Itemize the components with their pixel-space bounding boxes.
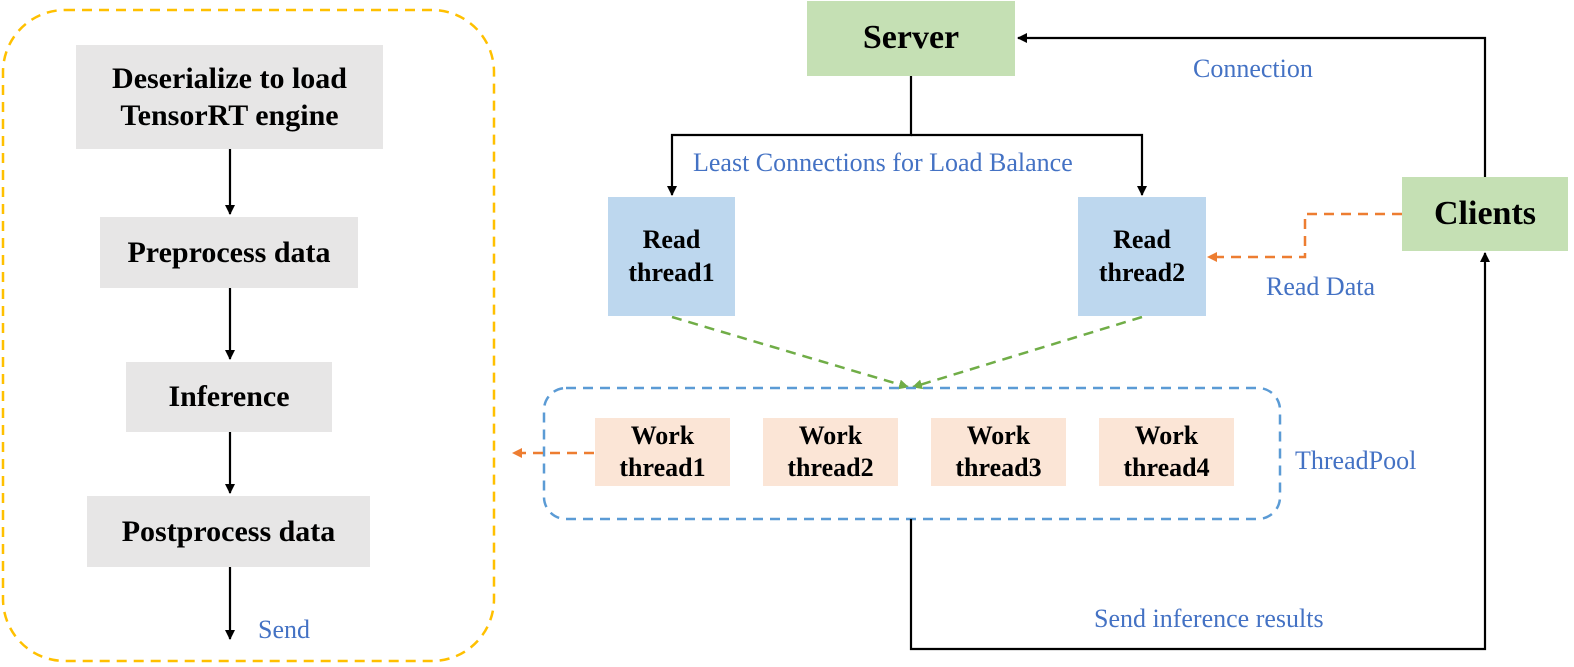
arrow-clients-to-server-connection (1017, 33, 1487, 177)
arrow-read-thread1-to-threadpool (671, 315, 909, 390)
arrow-server-to-read-thread2 (911, 133, 1147, 196)
work-thread1-node: Work thread1 (595, 418, 730, 486)
deserialize-step-line1: Deserialize to load (112, 61, 347, 95)
read-thread2-line2: thread2 (1098, 257, 1186, 287)
server-node: Server (807, 1, 1015, 76)
read-thread2-line1: Read (1113, 225, 1171, 254)
deserialize-step: Deserialize to load TensorRT engine (76, 45, 383, 149)
work-thread3-line2: thread3 (955, 453, 1042, 482)
work-thread4-node: Work thread4 (1099, 418, 1234, 486)
threadpool-label: ThreadPool (1295, 446, 1417, 475)
arrow-server-to-read-thread1 (667, 76, 913, 196)
arrow-send-results-to-clients (909, 252, 1490, 651)
least-connections-label: Least Connections for Load Balance (693, 148, 1073, 177)
postprocess-step: Postprocess data (87, 496, 370, 567)
work-thread2-line1: Work (798, 420, 863, 450)
read-thread1-node: Read thread1 (608, 197, 735, 316)
read-thread1-line2: thread1 (628, 257, 715, 287)
work-thread3-node: Work thread3 (931, 418, 1066, 486)
work-thread2-node: Work thread2 (763, 418, 898, 486)
preprocess-step: Preprocess data (100, 217, 358, 288)
inference-step: Inference (126, 362, 332, 432)
arrow-clients-read-data (1207, 212, 1402, 262)
read-data-label: Read Data (1266, 272, 1376, 301)
read-thread1-line1: Read (642, 225, 701, 254)
work-thread1-line2: thread1 (619, 453, 706, 482)
read-thread2-node: Read thread2 (1078, 197, 1206, 316)
send-label: Send (258, 615, 310, 644)
send-results-label: Send inference results (1094, 604, 1324, 633)
connection-label: Connection (1193, 54, 1313, 83)
work-thread4-line1: Work (1134, 420, 1199, 450)
work-thread2-line2: thread2 (787, 453, 874, 482)
arrow-read-thread2-to-threadpool (912, 315, 1143, 390)
work-thread4-line2: thread4 (1123, 453, 1210, 482)
clients-node: Clients (1402, 177, 1568, 251)
work-thread3-line1: Work (966, 420, 1031, 450)
deserialize-step-line2: TensorRT engine (120, 99, 339, 132)
work-thread1-line1: Work (630, 420, 695, 450)
